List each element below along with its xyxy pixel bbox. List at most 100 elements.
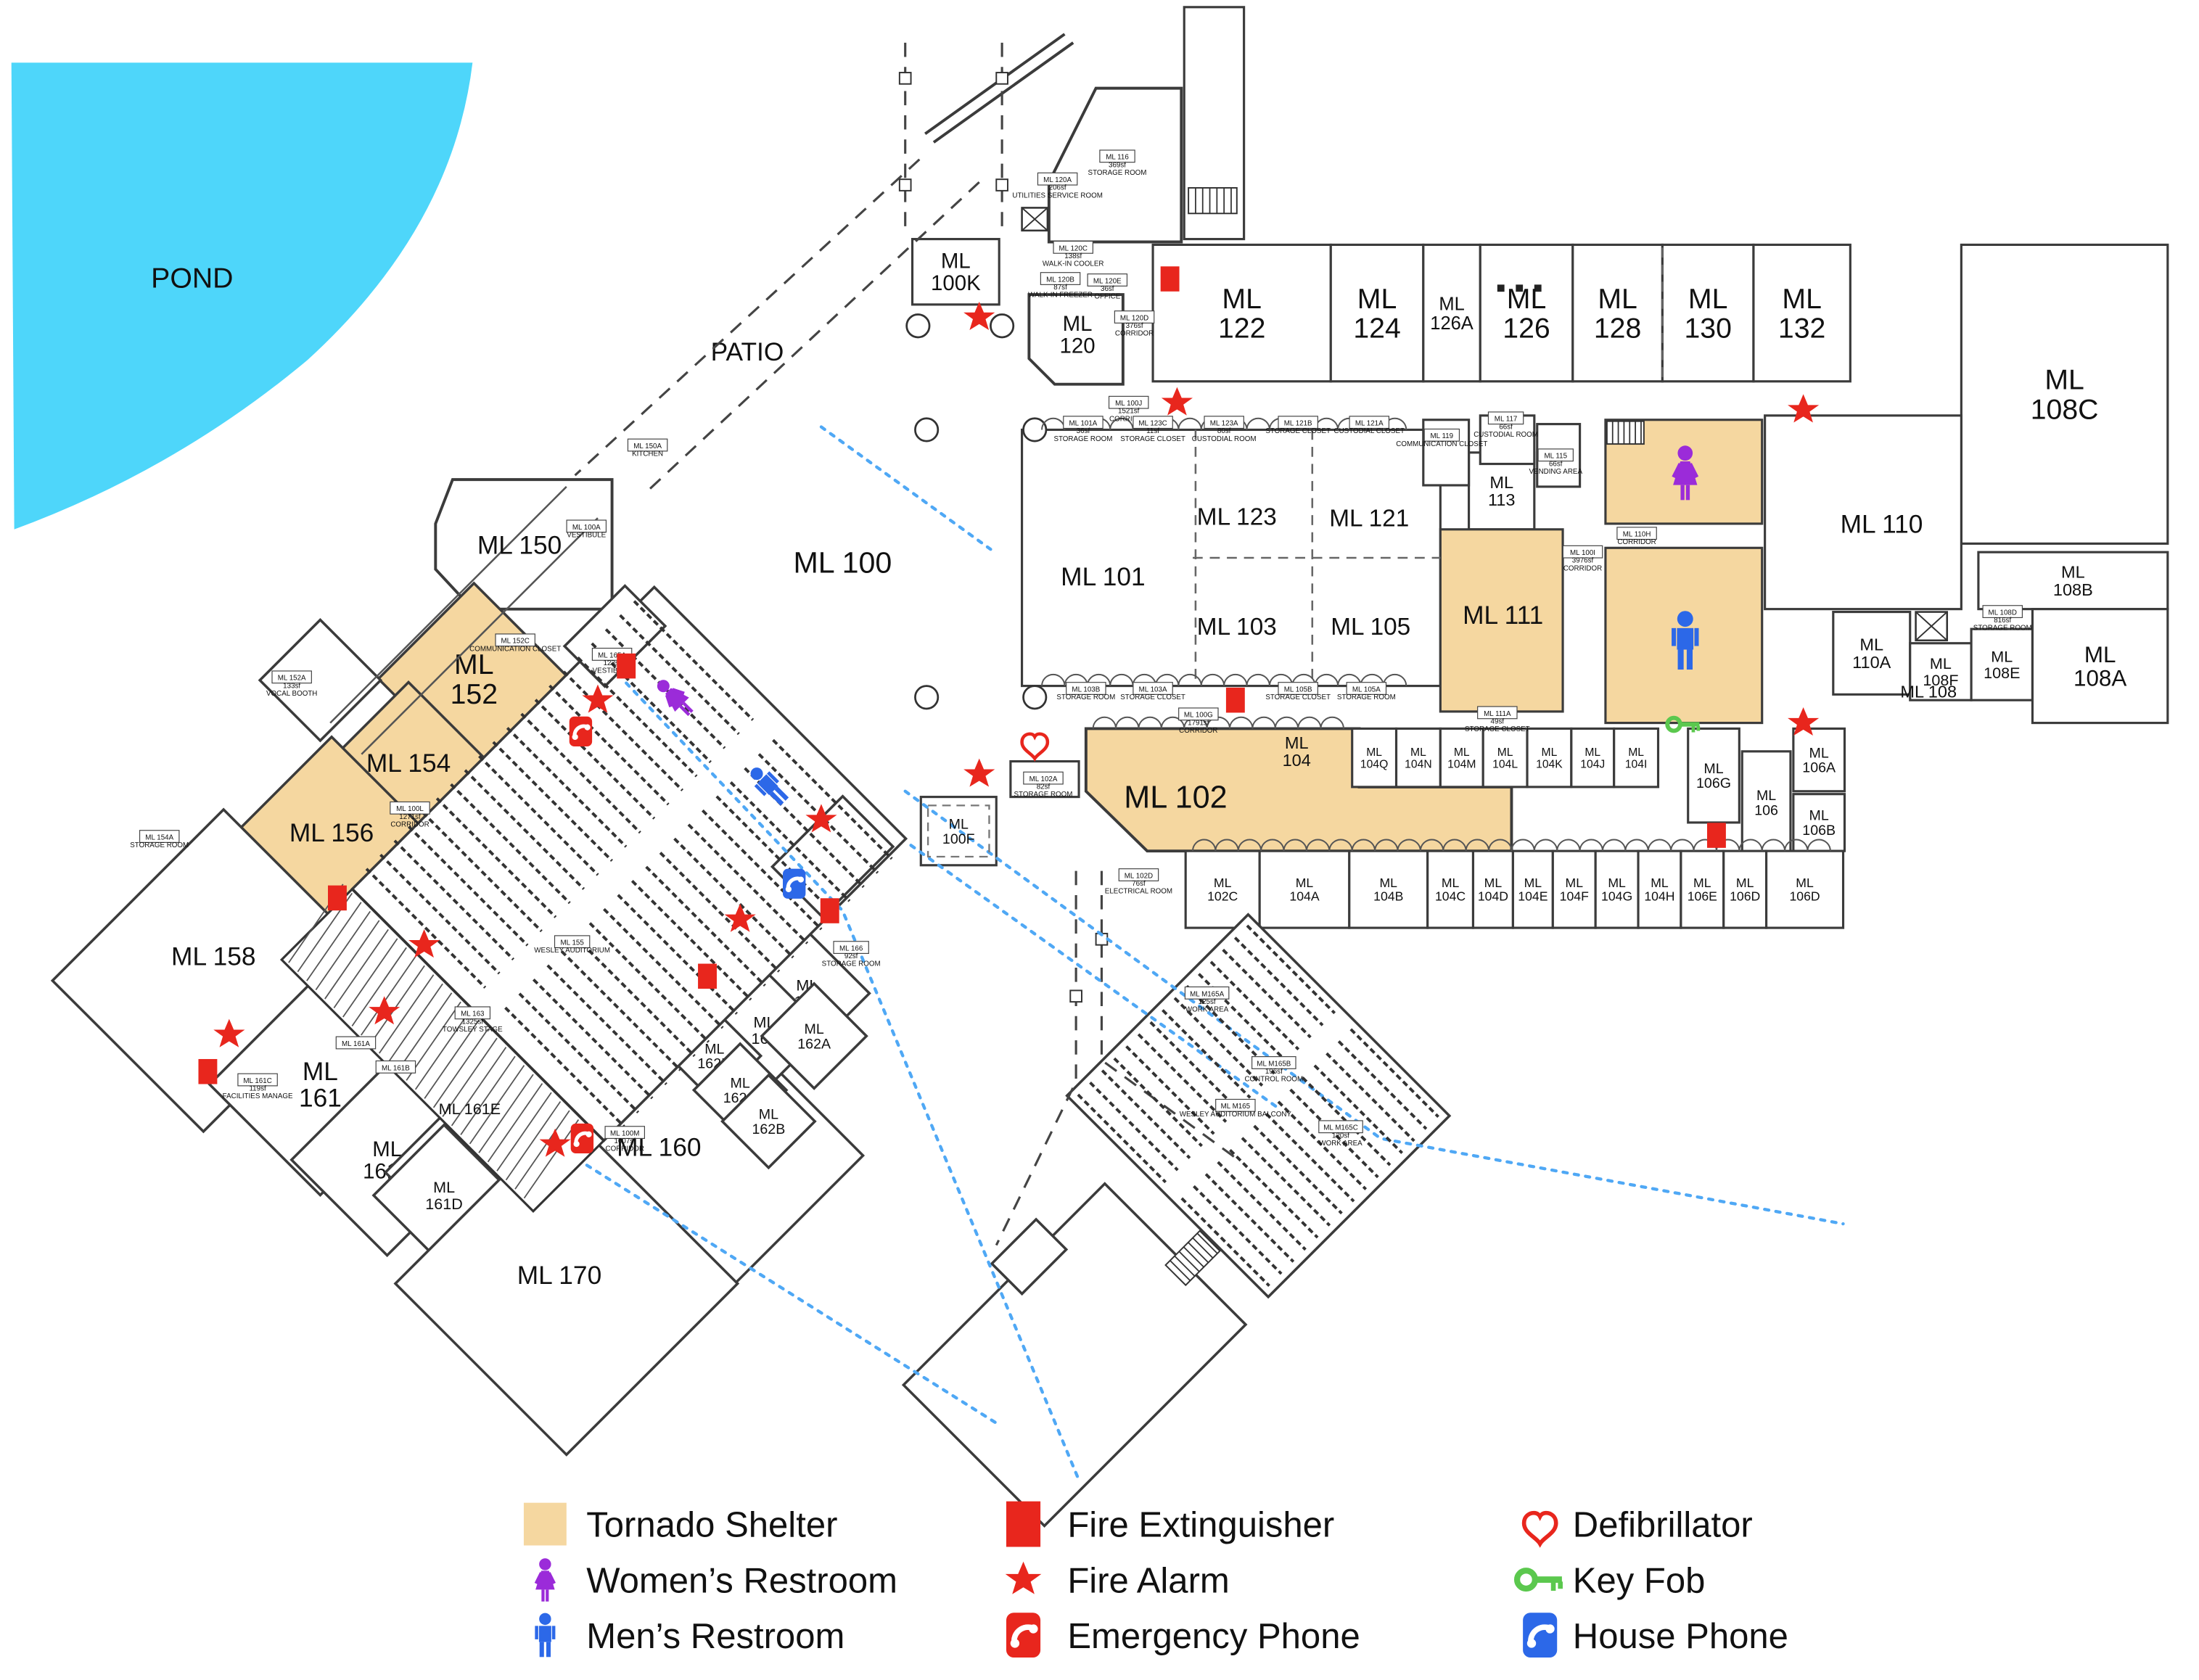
elevator-x: [1021, 207, 1048, 231]
property-dotted-line: [625, 681, 1081, 1482]
patio-label: PATIO: [711, 338, 784, 366]
svg-text:ML 105B: ML 105B: [1284, 685, 1312, 693]
svg-text:ML 161B: ML 161B: [382, 1064, 410, 1072]
room-108C: [1960, 243, 2169, 545]
hphone-icon: [1523, 1613, 1558, 1658]
star-icon: [369, 996, 400, 1025]
svg-text:133sf: 133sf: [283, 682, 300, 690]
svg-text:KITCHEN: KITCHEN: [632, 450, 663, 458]
svg-text:CORRIDOR: CORRIDOR: [1115, 330, 1154, 338]
legend-item: Fire Extinguisher: [1006, 1501, 1334, 1547]
svg-text:STORAGE ROOM: STORAGE ROOM: [1973, 625, 2032, 633]
svg-text:ML 103A: ML 103A: [1139, 685, 1167, 693]
room-126A: [1422, 243, 1481, 383]
mens-icon: [1672, 611, 1699, 670]
room-152Ab: [258, 618, 383, 743]
svg-text:STORAGE ROOM: STORAGE ROOM: [1088, 169, 1147, 177]
svg-text:ML 115: ML 115: [1544, 453, 1567, 461]
svg-text:120sf: 120sf: [1332, 1132, 1349, 1140]
svg-text:ML 120C: ML 120C: [1059, 244, 1088, 252]
svg-text:ML M165C: ML M165C: [1323, 1124, 1358, 1132]
svg-text:CORRIDOR: CORRIDOR: [1179, 727, 1217, 735]
svg-text:ML 103B: ML 103B: [1072, 685, 1100, 693]
svg-text:COMMUNICATION CLOSET: COMMUNICATION CLOSET: [469, 645, 561, 653]
room-104C: [1426, 849, 1475, 929]
svg-text:ML 111A: ML 111A: [1484, 710, 1511, 718]
hphone-icon: [782, 868, 806, 899]
svg-text:CUSTODIAL ROOM: CUSTODIAL ROOM: [1192, 435, 1257, 443]
heart-icon: [1020, 732, 1050, 762]
svg-text:49sf: 49sf: [1491, 717, 1505, 725]
svg-text:UTILITIES SERVICE ROOM: UTILITIES SERVICE ROOM: [1012, 192, 1102, 199]
svg-text:ML 123C: ML 123C: [1138, 420, 1167, 428]
svg-text:FACILITIES MANAGE: FACILITIES MANAGE: [223, 1092, 293, 1100]
star-icon: [1005, 1561, 1042, 1594]
stage-area: [279, 884, 606, 1213]
key-icon: [1513, 1568, 1563, 1592]
elevator-x: [1915, 611, 1948, 641]
extinguisher-icon: [617, 653, 636, 679]
svg-text:WESLEY AUDITORIUM BALCONY: WESLEY AUDITORIUM BALCONY: [1180, 1111, 1292, 1119]
svg-text:369sf: 369sf: [1109, 161, 1126, 169]
legend-item: Defibrillator: [1521, 1506, 1753, 1548]
room-106Db: [1765, 849, 1845, 929]
area-label: ML 158: [171, 943, 255, 971]
svg-text:STORAGE CLOSET: STORAGE CLOSET: [1465, 725, 1530, 733]
svg-text:ML 155: ML 155: [560, 939, 584, 947]
legend-label: House Phone: [1573, 1617, 1788, 1656]
star-icon: [1788, 707, 1820, 736]
legend-label: Fire Alarm: [1067, 1561, 1229, 1600]
svg-text:WALK-IN FREEZER: WALK-IN FREEZER: [1028, 292, 1093, 300]
room-110: [1764, 414, 1962, 611]
legend-item: Women’s Restroom: [534, 1558, 897, 1602]
room-130: [1661, 243, 1755, 383]
extinguisher-icon: [1006, 1501, 1041, 1547]
svg-text:ML 116: ML 116: [1106, 154, 1129, 162]
svg-text:STORAGE ROOM: STORAGE ROOM: [1337, 693, 1396, 701]
area-label: ML 108: [1900, 683, 1957, 701]
svg-text:ML 100A: ML 100A: [572, 524, 601, 532]
small-label: ML 161B: [375, 1060, 416, 1074]
mens-icon: [750, 767, 789, 806]
legend-label: Men’s Restroom: [586, 1617, 844, 1656]
svg-text:VESTIBULE: VESTIBULE: [593, 667, 632, 675]
svg-text:CONTROL ROOM: CONTROL ROOM: [1244, 1076, 1303, 1084]
ephone-icon: [1006, 1613, 1041, 1658]
svg-text:ML 163: ML 163: [461, 1010, 485, 1018]
svg-text:ML 100J: ML 100J: [1115, 400, 1142, 408]
svg-text:1791sf: 1791sf: [1188, 719, 1209, 727]
svg-text:ML 154A: ML 154A: [145, 833, 173, 841]
ephone-icon: [570, 1123, 594, 1154]
h-marker: [898, 178, 912, 192]
svg-text:ML 150A: ML 150A: [633, 442, 662, 450]
corridor-line: [361, 517, 599, 755]
column-circle: [1022, 685, 1048, 710]
skylight-dot: [1534, 284, 1542, 292]
